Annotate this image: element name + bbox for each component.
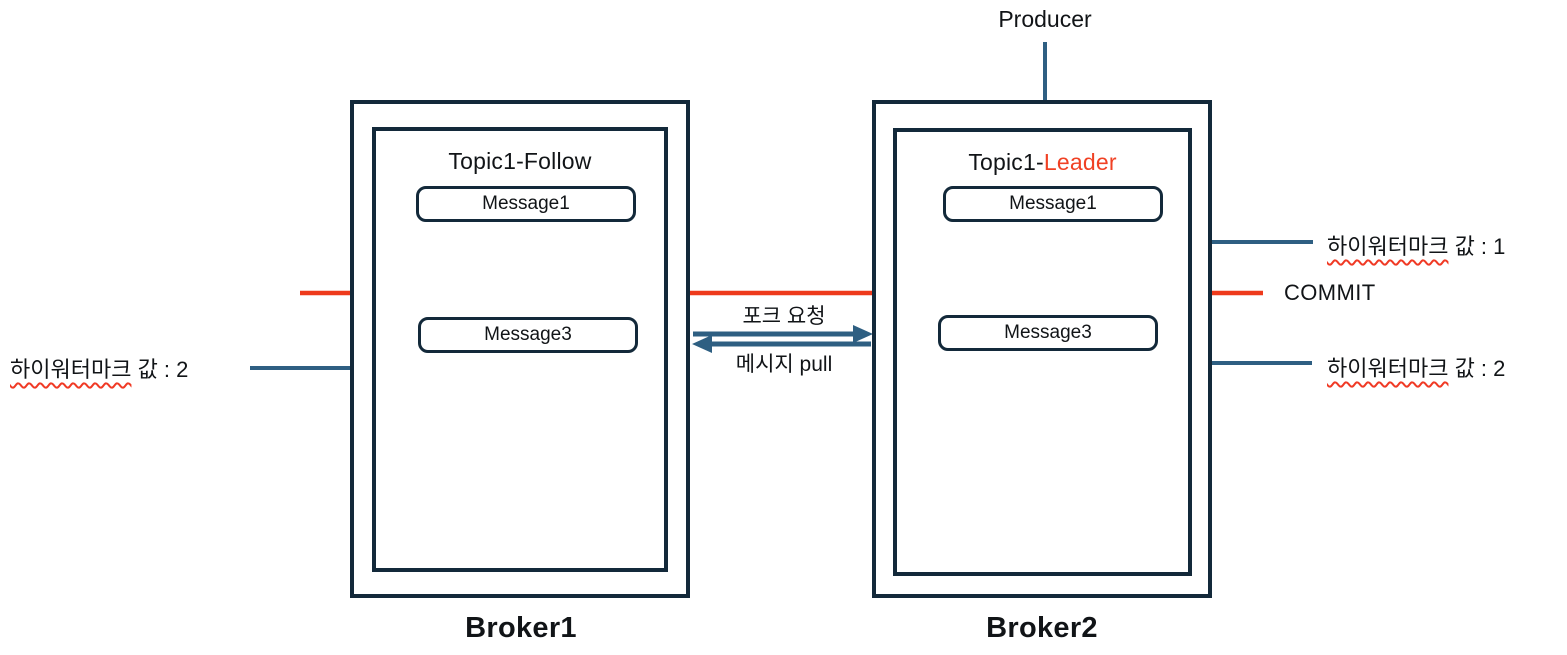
broker2-message1-box: Message1 <box>943 186 1163 222</box>
broker1-message3-box: Message3 <box>418 317 638 353</box>
broker1-box: Topic1-Follow Message1 Message3 <box>350 100 690 598</box>
producer-label: Producer <box>998 6 1092 32</box>
watermark-label-broker2-top: 하이워터마크 값 : 1 <box>1327 229 1505 261</box>
broker2-message3-box: Message3 <box>938 315 1158 351</box>
fetch-request-label: 포크 요청 <box>742 305 826 328</box>
message-label: Message1 <box>482 193 570 214</box>
broker2-topic-leader: Leader <box>1043 149 1117 175</box>
broker2-topic-prefix: Topic1- <box>968 149 1044 175</box>
watermark-word: 하이워터마크 <box>1327 356 1449 381</box>
message-label: Message3 <box>1004 322 1092 343</box>
broker1-topic-box: Topic1-Follow Message1 Message3 <box>372 127 668 572</box>
watermark-value: 값 : 2 <box>1448 356 1506 381</box>
watermark-value: 값 : 2 <box>131 357 189 382</box>
watermark-value: 값 : 1 <box>1448 234 1506 259</box>
broker2-topic-box: Topic1-Leader Message1 Message3 <box>893 128 1192 576</box>
message-label: Message1 <box>1009 193 1097 214</box>
broker1-message1-box: Message1 <box>416 186 636 222</box>
broker2-box: Topic1-Leader Message1 Message3 <box>872 100 1212 598</box>
watermark-word: 하이워터마크 <box>10 357 132 382</box>
commit-label: COMMIT <box>1284 280 1376 305</box>
watermark-label-broker2-bottom: 하이워터마크 값 : 2 <box>1327 351 1505 383</box>
broker1-name: Broker1 <box>465 612 577 644</box>
message-label: Message3 <box>484 324 572 345</box>
broker1-topic-title: Topic1-Follow <box>448 148 592 174</box>
watermark-label-broker1: 하이워터마크 값 : 2 <box>10 352 188 384</box>
broker2-name: Broker2 <box>986 612 1098 644</box>
message-pull-label: 메시지 pull <box>735 353 833 376</box>
broker2-topic-title: Topic1-Leader <box>897 149 1188 176</box>
watermark-word: 하이워터마크 <box>1327 234 1449 259</box>
